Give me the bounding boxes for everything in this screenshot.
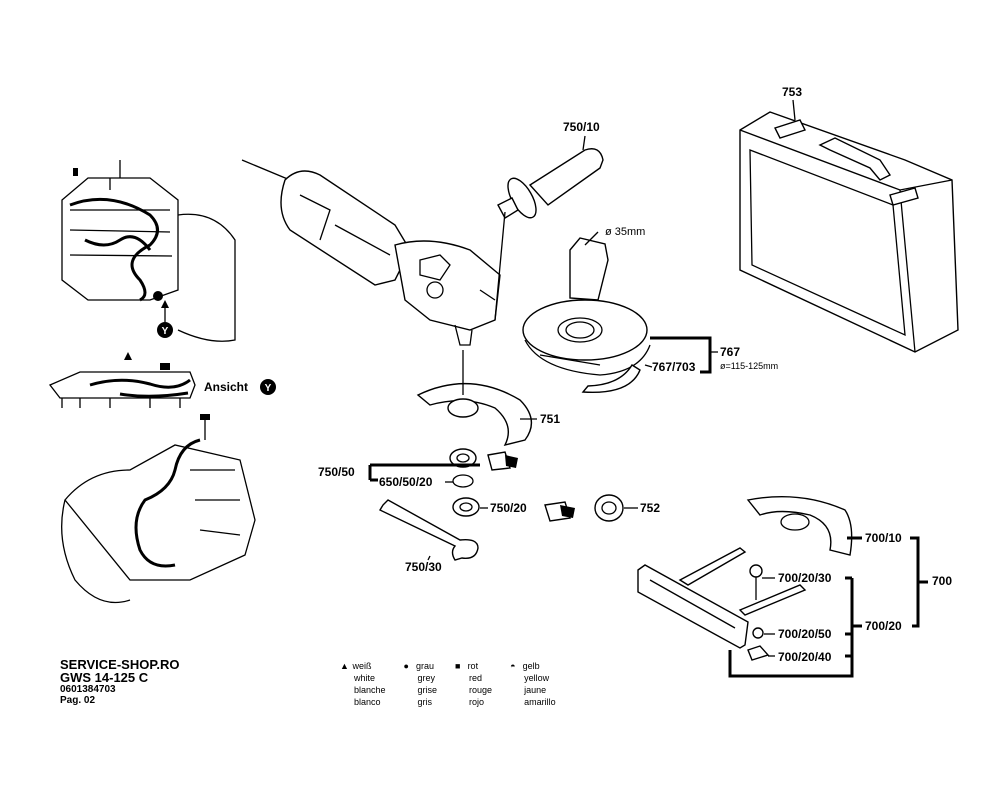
legend-item: ● grau grey grise gris (404, 660, 438, 708)
label-700-20-30: 700/20/30 (778, 571, 832, 585)
legend-label: yellow (524, 673, 550, 683)
wiring-detail-top (61, 160, 236, 342)
label-700-10: 700/10 (865, 531, 902, 545)
legend-label: rot (467, 661, 479, 671)
label-750-20: 750/20 (490, 501, 527, 515)
arrow-y-top: Y (157, 300, 173, 338)
legend-label: red (469, 673, 483, 683)
label-700-20: 700/20 (865, 619, 902, 633)
legend-label: amarillo (524, 697, 556, 707)
auxiliary-handle (494, 148, 604, 321)
carrying-case (739, 111, 959, 353)
label-750-30: 750/30 (405, 560, 442, 574)
label-650-50-20: 650/50/20 (379, 475, 433, 489)
legend-label: blanche (354, 685, 386, 695)
dust-extraction-guard (522, 237, 651, 394)
label-700-20-50: 700/20/50 (778, 627, 832, 641)
legend-label: rouge (469, 685, 493, 695)
legend-label: rojo (469, 697, 485, 707)
legend-label: blanco (354, 697, 381, 707)
label-752: 752 (640, 501, 660, 515)
label-750-10: 750/10 (563, 120, 600, 134)
view-label-ansicht: Ansicht Y (204, 379, 276, 395)
footer-info: SERVICE-SHOP.RO GWS 14-125 C 0601384703 … (60, 658, 179, 706)
circle-icon: ● (403, 661, 409, 671)
cutting-guard (746, 495, 853, 556)
square-icon: ■ (455, 661, 461, 671)
label-700-20-40: 700/20/40 (778, 650, 832, 664)
legend-item: ■ rot red rouge rojo (455, 660, 492, 708)
legend-label: gris (417, 697, 433, 707)
quick-clamping-nut (544, 494, 624, 522)
label-767-703: 767/703 (652, 360, 696, 374)
dimension-range: ø=115-125mm (720, 361, 778, 371)
mounting-flange (449, 448, 518, 471)
label-767: 767 (720, 345, 740, 359)
shop-name: SERVICE-SHOP.RO (60, 657, 180, 672)
page-number: Pag. 02 (60, 695, 96, 706)
label-700: 700 (932, 574, 952, 588)
two-pin-spanner (379, 499, 479, 561)
legend-label: grise (417, 685, 438, 695)
label-751: 751 (540, 412, 560, 426)
legend-label: gelb (522, 661, 540, 671)
legend-item: ▲ weiß white blanche blanco (340, 660, 386, 708)
legend-label: grey (417, 673, 436, 683)
model-name: GWS 14-125 C (60, 670, 149, 685)
triangle-icon: ▲ (340, 661, 349, 671)
view-label-marker: Y (265, 383, 272, 394)
angle-grinder-body (241, 159, 501, 346)
wiring-detail-bottom (61, 414, 256, 604)
part-number: 0601384703 (60, 684, 116, 695)
protection-guard (416, 350, 533, 447)
label-753: 753 (782, 85, 802, 99)
legend-label: jaune (524, 685, 547, 695)
legend-label: grau (416, 661, 435, 671)
half-circle-icon: ◓ (510, 661, 516, 671)
marker-y-top: Y (162, 326, 169, 337)
o-ring (452, 474, 474, 488)
view-label-text: Ansicht (204, 380, 248, 394)
clamping-nut (452, 497, 480, 517)
guide-sled (637, 547, 807, 661)
dimension-35mm: ø 35mm (605, 226, 645, 238)
legend-item: ◓ gelb yellow jaune amarillo (510, 660, 556, 708)
legend-label: weiß (352, 661, 372, 671)
legend-label: white (354, 673, 376, 683)
wiring-detail-middle (48, 352, 196, 408)
color-legend: ▲ weiß white blanche blanco ● grau grey … (340, 660, 556, 708)
label-750-50: 750/50 (318, 465, 355, 479)
